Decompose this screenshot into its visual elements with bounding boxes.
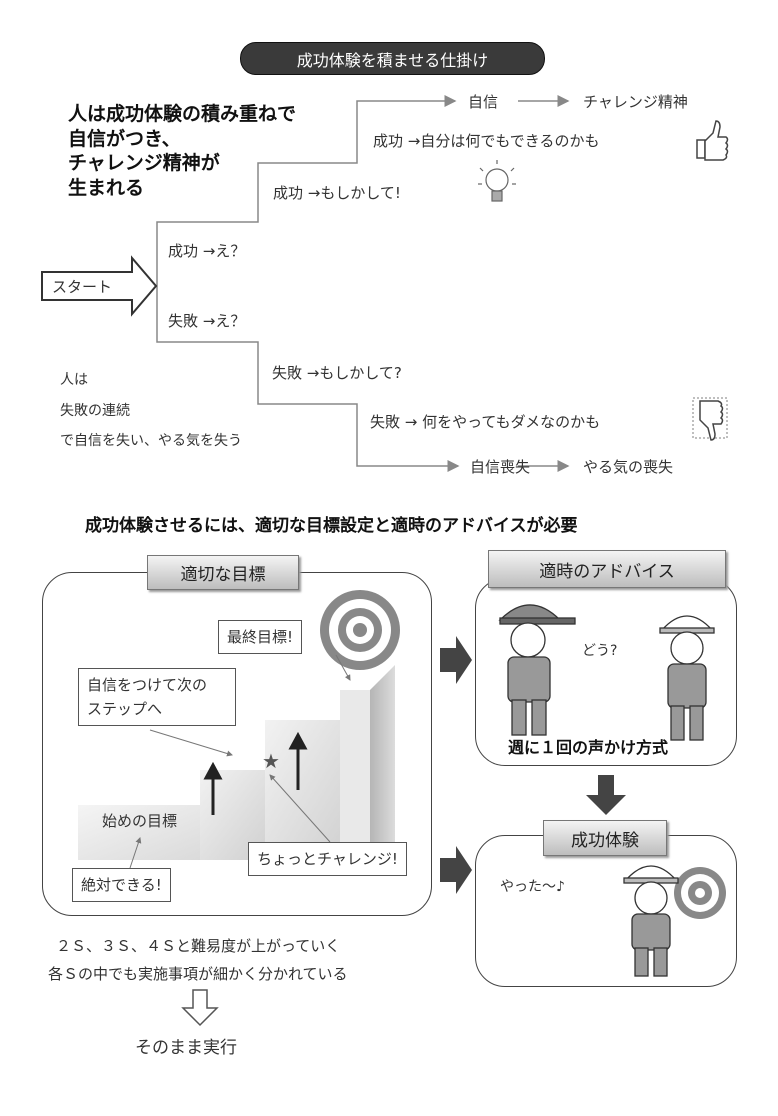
next-step-callout: 自信をつけて次の ステップへ — [78, 668, 236, 726]
section-heading: 成功体験させるには、適切な目標設定と適時のアドバイスが必要 — [85, 516, 578, 536]
success-step-3: 成功 →自分は何でもできるのかも — [373, 132, 600, 150]
start-arrow — [41, 255, 158, 317]
note-line: ２Ｓ、３Ｓ、４Ｓと難易度が上がっていく — [56, 937, 341, 955]
success-step-2: 成功 →もしかして! — [273, 184, 401, 202]
failure-step-3: 失敗 → 何をやってもダメなのかも — [370, 413, 601, 431]
failure-step-1: 失敗 →え？ — [168, 312, 246, 330]
failure-note-line: 失敗の連続 — [60, 403, 130, 419]
failure-note-line: で自信を失い、やる気を失う — [60, 433, 242, 449]
first-goal-label: 始めの目標 — [102, 812, 178, 830]
success-outcome-challenge: チャレンジ精神 — [583, 93, 688, 111]
right-arrow-icon — [440, 846, 472, 894]
success-speech: やった〜♪ — [500, 879, 565, 895]
success-step-1: 成功 →え？ — [168, 242, 246, 260]
success-staircase-line — [156, 95, 457, 282]
failure-outcome-confidence-loss: 自信喪失 — [470, 458, 531, 476]
supervisor-speech: どう? — [582, 643, 618, 659]
final-goal-callout: 最終目標! — [218, 620, 303, 654]
hollow-down-arrow-icon — [181, 989, 219, 1027]
success-panel — [475, 835, 737, 987]
success-target-icon — [674, 867, 726, 919]
callout-line: ステップへ — [87, 700, 163, 718]
headline-line: チャレンジ精神が — [68, 152, 220, 174]
success-panel-tab: 成功体験 — [543, 820, 667, 856]
thumbs-down-icon — [692, 397, 728, 441]
down-arrow-icon — [586, 775, 626, 815]
headline-line: 自信がつき、 — [68, 127, 181, 150]
challenge-callout: ちょっとチャレンジ! — [248, 842, 407, 876]
headline-line: 生まれる — [68, 176, 145, 199]
headline: 人は成功体験の積み重ねで 自信がつき、 チャレンジ精神が 生まれる — [68, 102, 296, 200]
start-label: スタート — [52, 278, 113, 296]
note-line: 各Ｓの中でも実施事項が細かく分かれている — [48, 965, 348, 983]
right-arrow-icon — [440, 636, 472, 684]
conclusion: そのまま実行 — [135, 1038, 237, 1058]
happy-worker-character — [623, 865, 679, 977]
failure-outcome-motivation-loss: やる気の喪失 — [583, 458, 674, 476]
callout-line: 自信をつけて次の — [87, 676, 208, 694]
headline-line: 人は成功体験の積み重ねで — [68, 103, 297, 125]
success-outcome-confidence: 自信 — [468, 93, 499, 111]
failure-step-2: 失敗 →もしかして? — [272, 364, 402, 382]
target-icon — [320, 590, 400, 670]
surely-can-callout: 絶対できる! — [72, 868, 171, 902]
supervisor-character — [498, 604, 576, 736]
thumbs-up-icon — [696, 120, 729, 161]
goal-panel-tab: 適切な目標 — [147, 555, 299, 590]
worker-character — [659, 615, 715, 741]
up-arrow-icon — [203, 731, 308, 815]
advice-panel-tab: 適時のアドバイス — [488, 550, 726, 588]
failure-staircase-line — [156, 282, 460, 472]
star-icon: ★ — [262, 749, 280, 773]
advice-caption: 週に１回の声かけ方式 — [508, 738, 669, 757]
section-title: 成功体験を積ませる仕掛け — [240, 42, 545, 75]
light-bulb-icon — [478, 160, 516, 202]
failure-note-line: 人は — [60, 372, 88, 388]
